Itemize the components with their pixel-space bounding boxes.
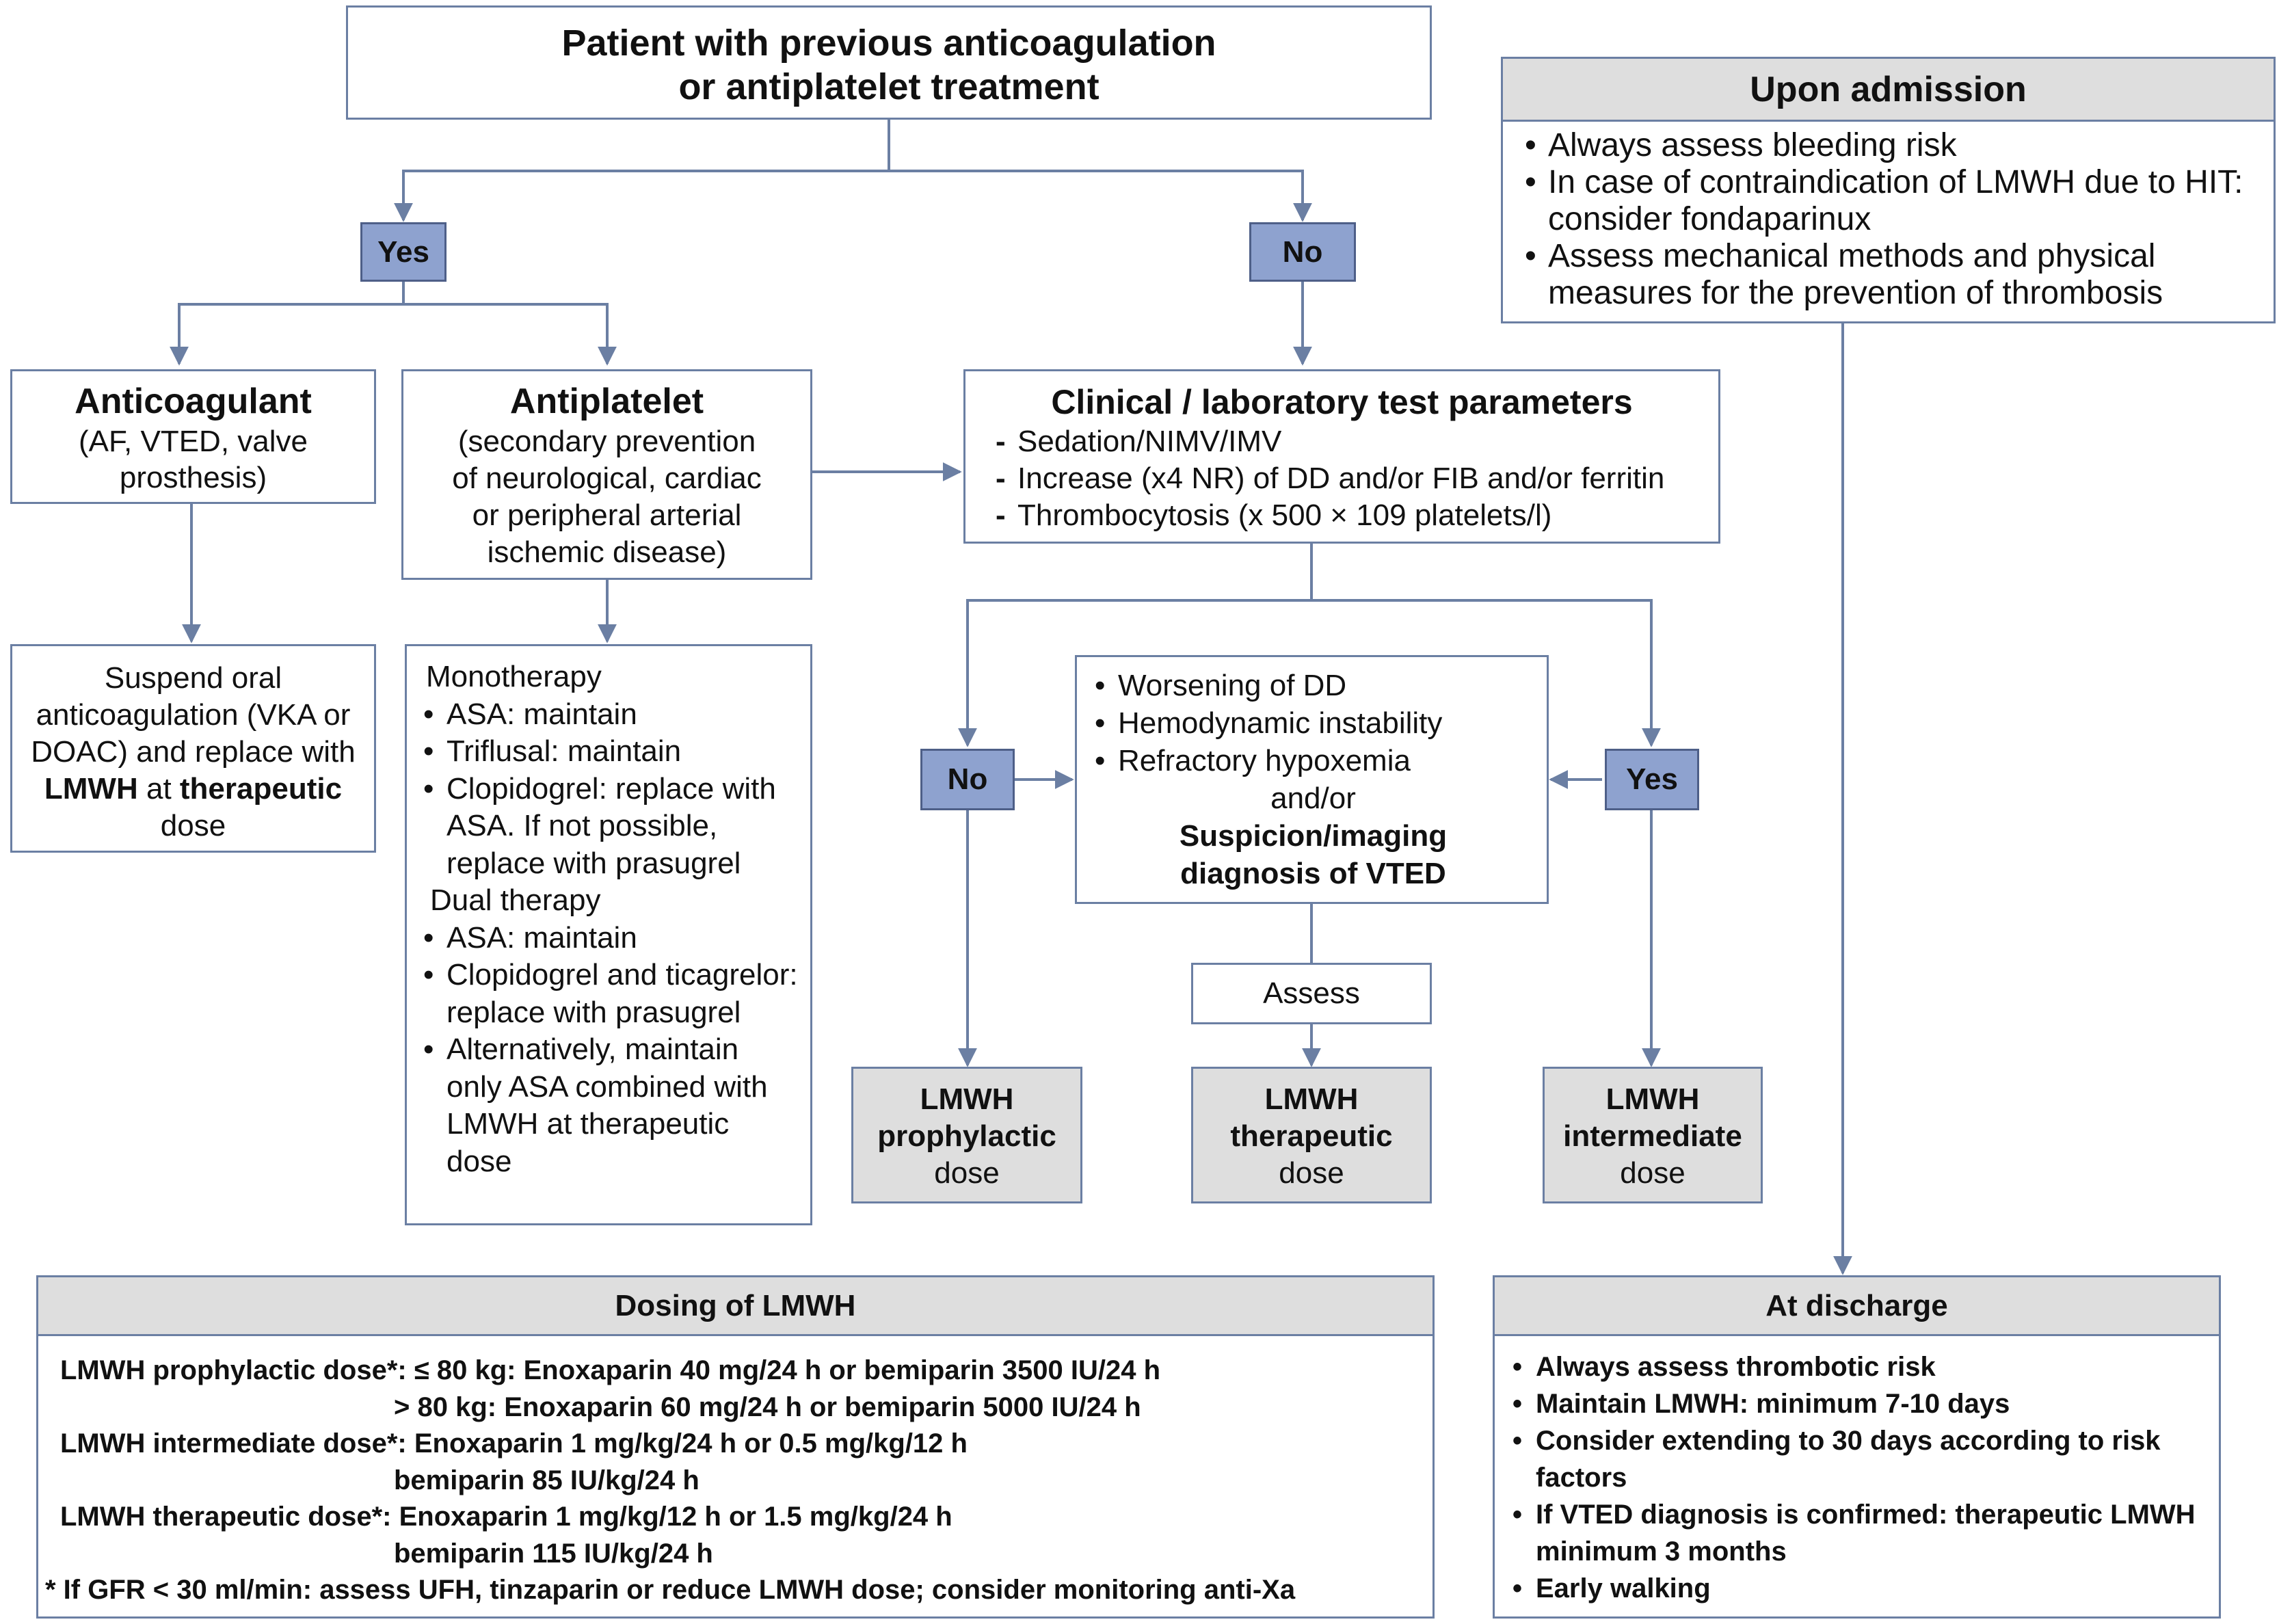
mono-item-triflusal: Triflusal: maintain [415, 733, 801, 771]
suspend-line2: anticoagulation (VKA or [36, 698, 351, 732]
dose-therapeutic-box: LMWH therapeutic dose [1191, 1067, 1432, 1203]
suspend-bold-therapeutic: therapeutic [179, 772, 343, 806]
suspend-line3: DOAC) and replace with [31, 735, 356, 769]
yes-label-top-text: Yes [377, 235, 429, 269]
dose-intermediate-l2: intermediate [1563, 1119, 1742, 1153]
patient-question-line2: or antiplatelet treatment [678, 66, 1099, 107]
antiplatelet-title: Antiplatelet [509, 382, 704, 421]
admission-item-hit: In case of contraindication of LMWH due … [1517, 164, 2263, 238]
antiplatelet-line2: of neurological, cardiac [452, 462, 762, 495]
yes-label-top: Yes [360, 222, 447, 282]
dose-therapeutic-l2: therapeutic [1230, 1119, 1393, 1153]
antiplatelet-line4: ischemic disease) [487, 535, 727, 569]
no-label-top-text: No [1282, 235, 1323, 269]
anticoagulant-line2: prosthesis) [119, 461, 267, 494]
mono-item-asa: ASA: maintain [415, 696, 801, 734]
clinical-item-thrombocytosis: Thrombocytosis (x 500 × 109 platelets/l) [986, 497, 1705, 534]
dose-prophylactic-box: LMWH prophylactic dose [851, 1067, 1082, 1203]
assess-text: Assess [1263, 976, 1360, 1010]
dose-intermediate-l1: LMWH [1605, 1082, 1700, 1116]
suspend-bold-lmwh: LMWH [44, 772, 138, 806]
dose-therapeutic-l3: dose [1279, 1156, 1344, 1190]
dose-intermediate-box: LMWH intermediate dose [1543, 1067, 1763, 1203]
dosing-line-intermediate-2: bemiparin 85 IU/kg/24 h [394, 1465, 699, 1495]
criteria-item-hemodynamic: Hemodynamic instability [1087, 704, 1540, 742]
mono-item-clopidogrel: Clopidogrel: replace with ASA. If not po… [415, 771, 801, 883]
dose-prophylactic-l3: dose [934, 1156, 1000, 1190]
antiplatelet-line1: (secondary prevention [457, 425, 756, 458]
discharge-item-walking: Early walking [1504, 1570, 2209, 1607]
admission-item-bleeding: Always assess bleeding risk [1517, 127, 2263, 164]
dosing-line-therapeutic-1: LMWH therapeutic dose*: Enoxaparin 1 mg/… [60, 1502, 952, 1532]
criteria-item-hypoxemia: Refractory hypoxemia [1087, 742, 1540, 780]
criteria-andor: and/or [1270, 782, 1356, 815]
discharge-item-maintain: Maintain LMWH: minimum 7-10 days [1504, 1385, 2209, 1422]
clinical-parameters-box: Clinical / laboratory test parameters Se… [963, 369, 1720, 544]
discharge-item-thrombotic-risk: Always assess thrombotic risk [1504, 1348, 2209, 1385]
upon-admission-box: Upon admission Always assess bleeding ri… [1501, 57, 2276, 323]
dual-item-asa: ASA: maintain [415, 920, 801, 957]
no-label-branch-text: No [947, 762, 988, 796]
antiplatelet-detail-box: Monotherapy ASA: maintain Triflusal: mai… [405, 644, 812, 1225]
discharge-item-vted: If VTED diagnosis is confirmed: therapeu… [1504, 1496, 2209, 1570]
antiplatelet-box: Antiplatelet (secondary prevention of ne… [401, 369, 812, 580]
dose-prophylactic-l2: prophylactic [877, 1119, 1056, 1153]
patient-question-box: Patient with previous anticoagulation or… [346, 5, 1432, 120]
suspend-line1: Suspend oral [104, 661, 282, 695]
discharge-title: At discharge [1495, 1277, 2219, 1336]
dual-item-alternative: Alternatively, maintain only ASA combine… [415, 1031, 801, 1180]
patient-question-line1: Patient with previous anticoagulation [561, 23, 1216, 64]
clinical-item-increase: Increase (x4 NR) of DD and/or FIB and/or… [986, 460, 1705, 497]
criteria-bold-line2: diagnosis of VTED [1180, 857, 1446, 890]
suspend-anticoagulation-box: Suspend oral anticoagulation (VKA or DOA… [10, 644, 376, 853]
anticoagulant-box: Anticoagulant (AF, VTED, valve prosthesi… [10, 369, 376, 504]
no-label-branch: No [920, 749, 1015, 810]
dual-item-clopidogrel: Clopidogrel and ticagrelor: replace with… [415, 957, 801, 1031]
dosing-line-intermediate-1: LMWH intermediate dose*: Enoxaparin 1 mg… [60, 1428, 968, 1459]
dosing-line-gfr-note: * If GFR < 30 ml/min: assess UFH, tinzap… [45, 1575, 1296, 1605]
criteria-bold-line1: Suspicion/imaging [1179, 819, 1448, 853]
upon-admission-title: Upon admission [1503, 59, 2274, 122]
dosing-lmwh-box: Dosing of LMWH LMWH prophylactic dose*: … [36, 1275, 1435, 1619]
vted-criteria-box: Worsening of DD Hemodynamic instability … [1075, 655, 1549, 904]
yes-label-branch: Yes [1605, 749, 1699, 810]
anticoagulant-line1: (AF, VTED, valve [79, 425, 308, 458]
monotherapy-heading: Monotherapy [426, 660, 602, 693]
dosing-line-prophylactic-1: LMWH prophylactic dose*: ≤ 80 kg: Enoxap… [60, 1355, 1161, 1385]
dosing-line-therapeutic-2: bemiparin 115 IU/kg/24 h [394, 1538, 713, 1569]
suspend-mid: at [137, 772, 180, 806]
dose-therapeutic-l1: LMWH [1264, 1082, 1359, 1116]
discharge-item-extend: Consider extending to 30 days according … [1504, 1422, 2209, 1496]
no-label-top: No [1249, 222, 1356, 282]
clinical-item-sedation: Sedation/NIMV/IMV [986, 423, 1705, 460]
antiplatelet-line3: or peripheral arterial [472, 498, 742, 532]
clinical-title: Clinical / laboratory test parameters [1051, 383, 1633, 421]
dosing-title: Dosing of LMWH [38, 1277, 1432, 1336]
dosing-line-prophylactic-2: > 80 kg: Enoxaparin 60 mg/24 h or bemipa… [394, 1392, 1141, 1422]
dual-therapy-heading: Dual therapy [430, 883, 601, 917]
suspend-line5: dose [160, 809, 226, 842]
yes-label-branch-text: Yes [1626, 762, 1678, 796]
dose-intermediate-l3: dose [1620, 1156, 1685, 1190]
admission-item-mechanical: Assess mechanical methods and physical m… [1517, 238, 2263, 312]
dose-prophylactic-l1: LMWH [920, 1082, 1014, 1116]
anticoagulant-title: Anticoagulant [75, 382, 312, 421]
at-discharge-box: At discharge Always assess thrombotic ri… [1493, 1275, 2221, 1619]
criteria-item-dd: Worsening of DD [1087, 667, 1540, 704]
assess-box: Assess [1191, 963, 1432, 1024]
suspend-line4: LMWH at therapeutic [12, 771, 374, 808]
